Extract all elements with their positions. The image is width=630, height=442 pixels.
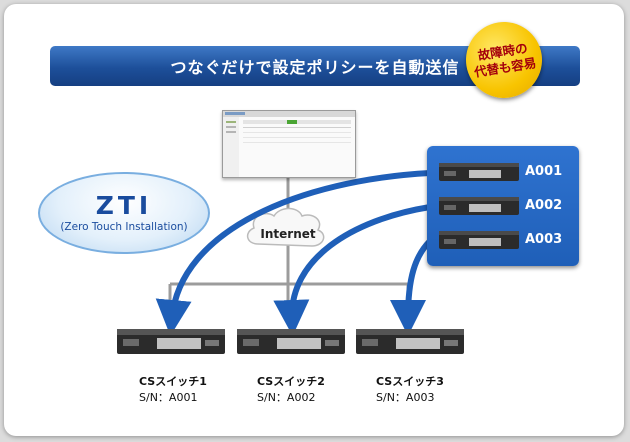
- spare-switch-label: A003: [525, 232, 563, 247]
- network-switch-icon: [439, 229, 519, 251]
- management-console-icon: [222, 110, 356, 178]
- cs-switch-serial: S/N：A001: [139, 391, 198, 404]
- spare-switch-label: A002: [525, 198, 563, 213]
- internet-label: Internet: [260, 227, 316, 241]
- zti-subtitle: (Zero Touch Installation): [60, 221, 188, 233]
- arrow-a003: [390, 238, 433, 336]
- arrow-a001: [155, 170, 433, 336]
- provisioning-arrows: [155, 170, 433, 336]
- spare-switch-label: A001: [525, 164, 563, 179]
- network-switch-icon: [237, 326, 345, 356]
- cs-switch-name: CSスイッチ2: [257, 375, 325, 388]
- cs-switch-name: CSスイッチ3: [376, 375, 444, 388]
- arrow-a002: [273, 204, 433, 336]
- spare-switch-panel: A001 A002 A003: [427, 146, 579, 266]
- cs-switch-serial: S/N：A002: [257, 391, 316, 404]
- network-switch-icon: [439, 161, 519, 183]
- zti-ellipse: ZTI (Zero Touch Installation): [38, 172, 210, 254]
- network-switch-icon: [439, 195, 519, 217]
- network-switch-icon: [117, 326, 225, 356]
- console-window-graphic: [223, 111, 355, 177]
- network-switch-icon: [356, 326, 464, 356]
- zti-title: ZTI: [95, 191, 153, 220]
- cs-switch-name: CSスイッチ1: [139, 375, 207, 388]
- internet-cloud-icon: [246, 207, 325, 247]
- cs-switch-serial: S/N：A003: [376, 391, 435, 404]
- banner-title: つなぐだけで設定ポリシーを自動送信: [170, 58, 460, 77]
